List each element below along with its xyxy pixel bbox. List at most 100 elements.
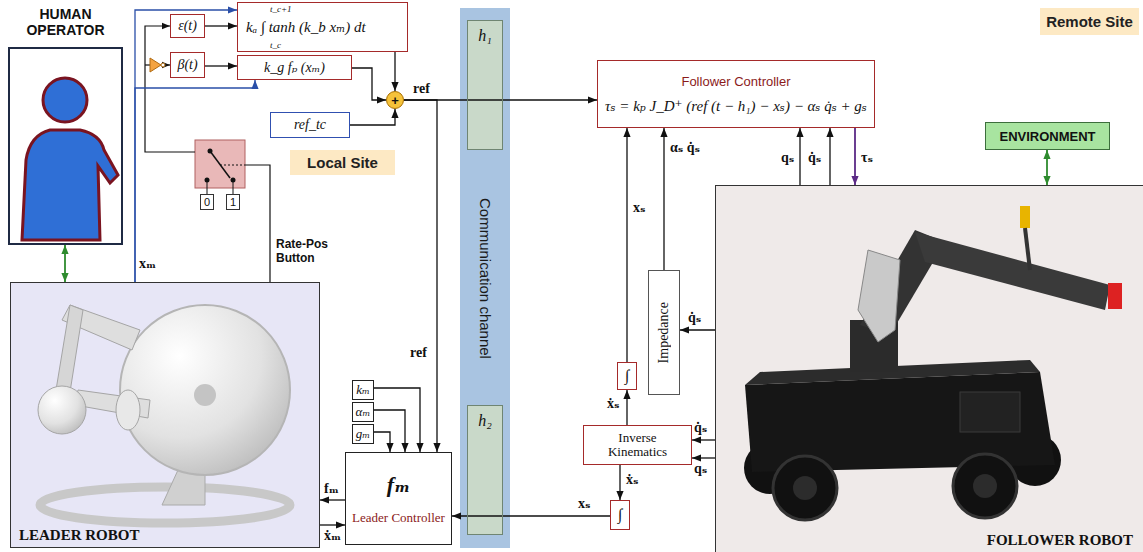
mode-switch — [207, 180, 208, 194]
signal-arrow — [64, 245, 66, 282]
panel-fill — [715, 185, 1143, 552]
signal-label: q̇ₛ — [694, 420, 707, 435]
button-label: Rate-Pos Button — [276, 238, 342, 266]
signal-arrow — [680, 329, 715, 330]
human-operator-box: HUMAN OPERATOR — [8, 47, 123, 245]
parameter-box: kₘ — [352, 380, 374, 400]
node-label: FOLLOWER ROBOT — [987, 532, 1133, 549]
rover-robot — [858, 250, 900, 342]
node-label: Remote Site — [1046, 13, 1133, 30]
delay-box: h₂ — [467, 405, 503, 535]
switch-position-box: 0 — [200, 194, 214, 210]
node-label: ε(t) — [178, 18, 197, 34]
signal-label: xₛ — [633, 200, 646, 215]
human-figure — [43, 78, 87, 122]
node-label: αₘ — [356, 404, 371, 420]
node-label: Inverse Kinematics — [588, 431, 687, 460]
node-label: ∫ — [618, 506, 622, 524]
channel-fill — [460, 8, 510, 548]
signal-arrow — [854, 128, 856, 185]
node-label: β(t) — [177, 57, 197, 73]
node-label: h₁ — [478, 27, 492, 45]
haptic-device — [194, 384, 216, 406]
rover-robot — [793, 476, 817, 500]
sum-junction: + — [386, 91, 404, 109]
signal-arrow — [663, 128, 664, 270]
node-label: fₘ — [387, 471, 410, 498]
signal-arrow — [320, 524, 345, 525]
signal-arrow — [135, 80, 255, 282]
rover-robot — [1025, 228, 1030, 270]
signal-arrow — [352, 68, 386, 100]
signal-arrow — [205, 25, 237, 26]
rover-robot — [973, 474, 997, 498]
node-label: h₂ — [478, 412, 492, 430]
node-label: k_g fₚ (xₘ) — [264, 59, 325, 76]
node-label: gₘ — [356, 426, 370, 442]
node-text: t_c+1 — [270, 4, 292, 14]
inverter-symbol — [161, 63, 165, 67]
signal-label: τₛ — [861, 150, 873, 165]
signal-label: αₛ q̇ₛ — [670, 140, 700, 155]
mode-switch — [220, 165, 245, 166]
panel-fill — [10, 185, 1143, 552]
node-label: Impedance — [656, 302, 672, 363]
signal-arrow — [692, 439, 715, 440]
environment-box: ENVIRONMENT — [985, 122, 1110, 150]
parameter-box: αₘ — [352, 402, 374, 422]
controller-box: fₘLeader Controller — [345, 452, 452, 545]
signal-arrow — [829, 128, 830, 185]
integrator-block: ∫ — [617, 362, 637, 390]
leader-robot-panel: LEADER ROBOT — [10, 282, 320, 548]
signal-label: xₘ — [139, 256, 156, 271]
node-label: 0 — [204, 196, 210, 208]
signal-arrow — [320, 499, 345, 500]
switch-wire — [245, 165, 270, 282]
switch-wire — [145, 26, 195, 152]
signal-arrow — [799, 128, 800, 185]
node-label: ref_tc — [294, 117, 326, 133]
haptic-device — [116, 390, 140, 430]
signal-arrow — [350, 109, 395, 125]
site-label: Local Site — [290, 150, 395, 175]
signal-label: xₛ — [578, 496, 591, 511]
rover-robot — [1108, 283, 1122, 309]
node-text: t_c — [270, 40, 281, 50]
haptic-device — [38, 386, 86, 434]
signal-arrow — [626, 390, 627, 425]
controller-box: Follower Controllerτₛ = kₚ J_D⁺ (ref (t … — [597, 60, 875, 128]
signal-arrow — [374, 432, 390, 452]
channel-fill — [467, 20, 503, 150]
rover-robot — [745, 372, 1055, 472]
signal-label: ref — [413, 81, 430, 96]
signal-arrow — [619, 465, 620, 500]
signal-arrow — [374, 410, 405, 452]
node-label: LEADER ROBOT — [19, 527, 139, 544]
haptic-device — [120, 305, 290, 475]
function-block: k_g fₚ (xₘ) — [237, 55, 352, 80]
node-label: Follower Controller — [681, 74, 790, 89]
human-figure — [22, 130, 118, 240]
delay-box: h₁ — [467, 20, 503, 150]
signal-arrow — [205, 65, 237, 66]
node-label: Local Site — [307, 154, 378, 171]
signal-label: qₛ — [694, 461, 707, 476]
integrator-block: ∫ — [610, 500, 630, 530]
kinematics-block: Inverse Kinematics — [583, 425, 692, 465]
node-label: Communication channel — [477, 198, 494, 359]
node-label: 1 — [230, 196, 236, 208]
channel-fill — [460, 8, 510, 548]
haptic-device — [38, 305, 290, 523]
node-label: kₘ — [356, 382, 370, 398]
signal-label: fₘ — [324, 481, 339, 496]
signal-label: q̇ₛ — [688, 310, 701, 325]
signal-arrow — [374, 388, 420, 452]
parameter-box: gₘ — [352, 424, 374, 444]
node-label: kₐ ∫ tanh (k_b xₘ) dt — [246, 18, 366, 36]
impedance-block: Impedance — [648, 270, 680, 395]
rover-robot — [953, 454, 1017, 518]
rover-robot — [915, 232, 1110, 310]
rover-robot — [773, 456, 837, 520]
